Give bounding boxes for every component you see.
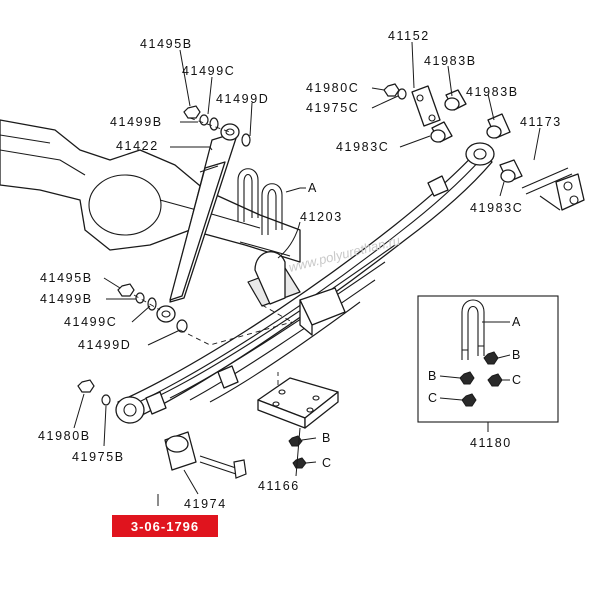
label-41980b: 41980B [38, 429, 91, 443]
shock-top-hardware [183, 105, 251, 147]
label-41499d-top: 41499D [216, 92, 269, 106]
badge-text: 3-06-1796 [131, 519, 199, 534]
label-41422: 41422 [116, 139, 159, 153]
label-41173: 41173 [520, 115, 562, 129]
label-kit-c1: C [512, 373, 523, 387]
label-41499c-top: 41499C [182, 64, 235, 78]
axle-housing [0, 119, 301, 263]
shock-absorber [156, 123, 240, 323]
shock-bottom-hardware [117, 283, 293, 346]
label-41975b: 41975B [72, 450, 125, 464]
label-kit-b1: B [512, 348, 522, 362]
label-41499c-bottom: 41499C [64, 315, 117, 329]
label-41983b-1: 41983B [424, 54, 477, 68]
label-41495b-top: 41495B [140, 37, 193, 51]
label-41495b-bottom: 41495B [40, 271, 93, 285]
part-number-badge: 3-06-1796 [112, 515, 218, 537]
label-41166: 41166 [258, 479, 300, 493]
spring-plate [257, 372, 339, 469]
label-kit-a: A [512, 315, 522, 329]
front-hanger-hardware [77, 379, 247, 479]
label-41499b-top: 41499B [110, 115, 163, 129]
hardware-kit-box [417, 295, 559, 423]
label-41975c: 41975C [306, 101, 359, 115]
spring-seat [247, 251, 346, 336]
label-41499d-bottom: 41499D [78, 338, 131, 352]
leader-lines [73, 41, 541, 506]
label-c-plate: C [322, 456, 333, 470]
label-a-ubolt: A [308, 181, 318, 195]
label-41152: 41152 [388, 29, 430, 43]
label-kit-c2: C [428, 391, 439, 405]
label-41203: 41203 [300, 210, 343, 224]
label-41974: 41974 [184, 497, 227, 511]
badge-background [112, 515, 218, 537]
label-41499b-bottom: 41499B [40, 292, 93, 306]
label-41983c-1: 41983C [336, 140, 389, 154]
part-labels: 41495B 41499C 41499B 41499D 41422 A 4120… [38, 29, 562, 511]
label-kit-b2: B [428, 369, 438, 383]
label-41180: 41180 [470, 436, 512, 450]
label-b-plate: B [322, 431, 332, 445]
label-41983c-2: 41983C [470, 201, 523, 215]
leaf-spring [115, 142, 495, 424]
u-bolts [237, 168, 301, 235]
label-41983b-2: 41983B [466, 85, 519, 99]
label-41980c: 41980C [306, 81, 359, 95]
